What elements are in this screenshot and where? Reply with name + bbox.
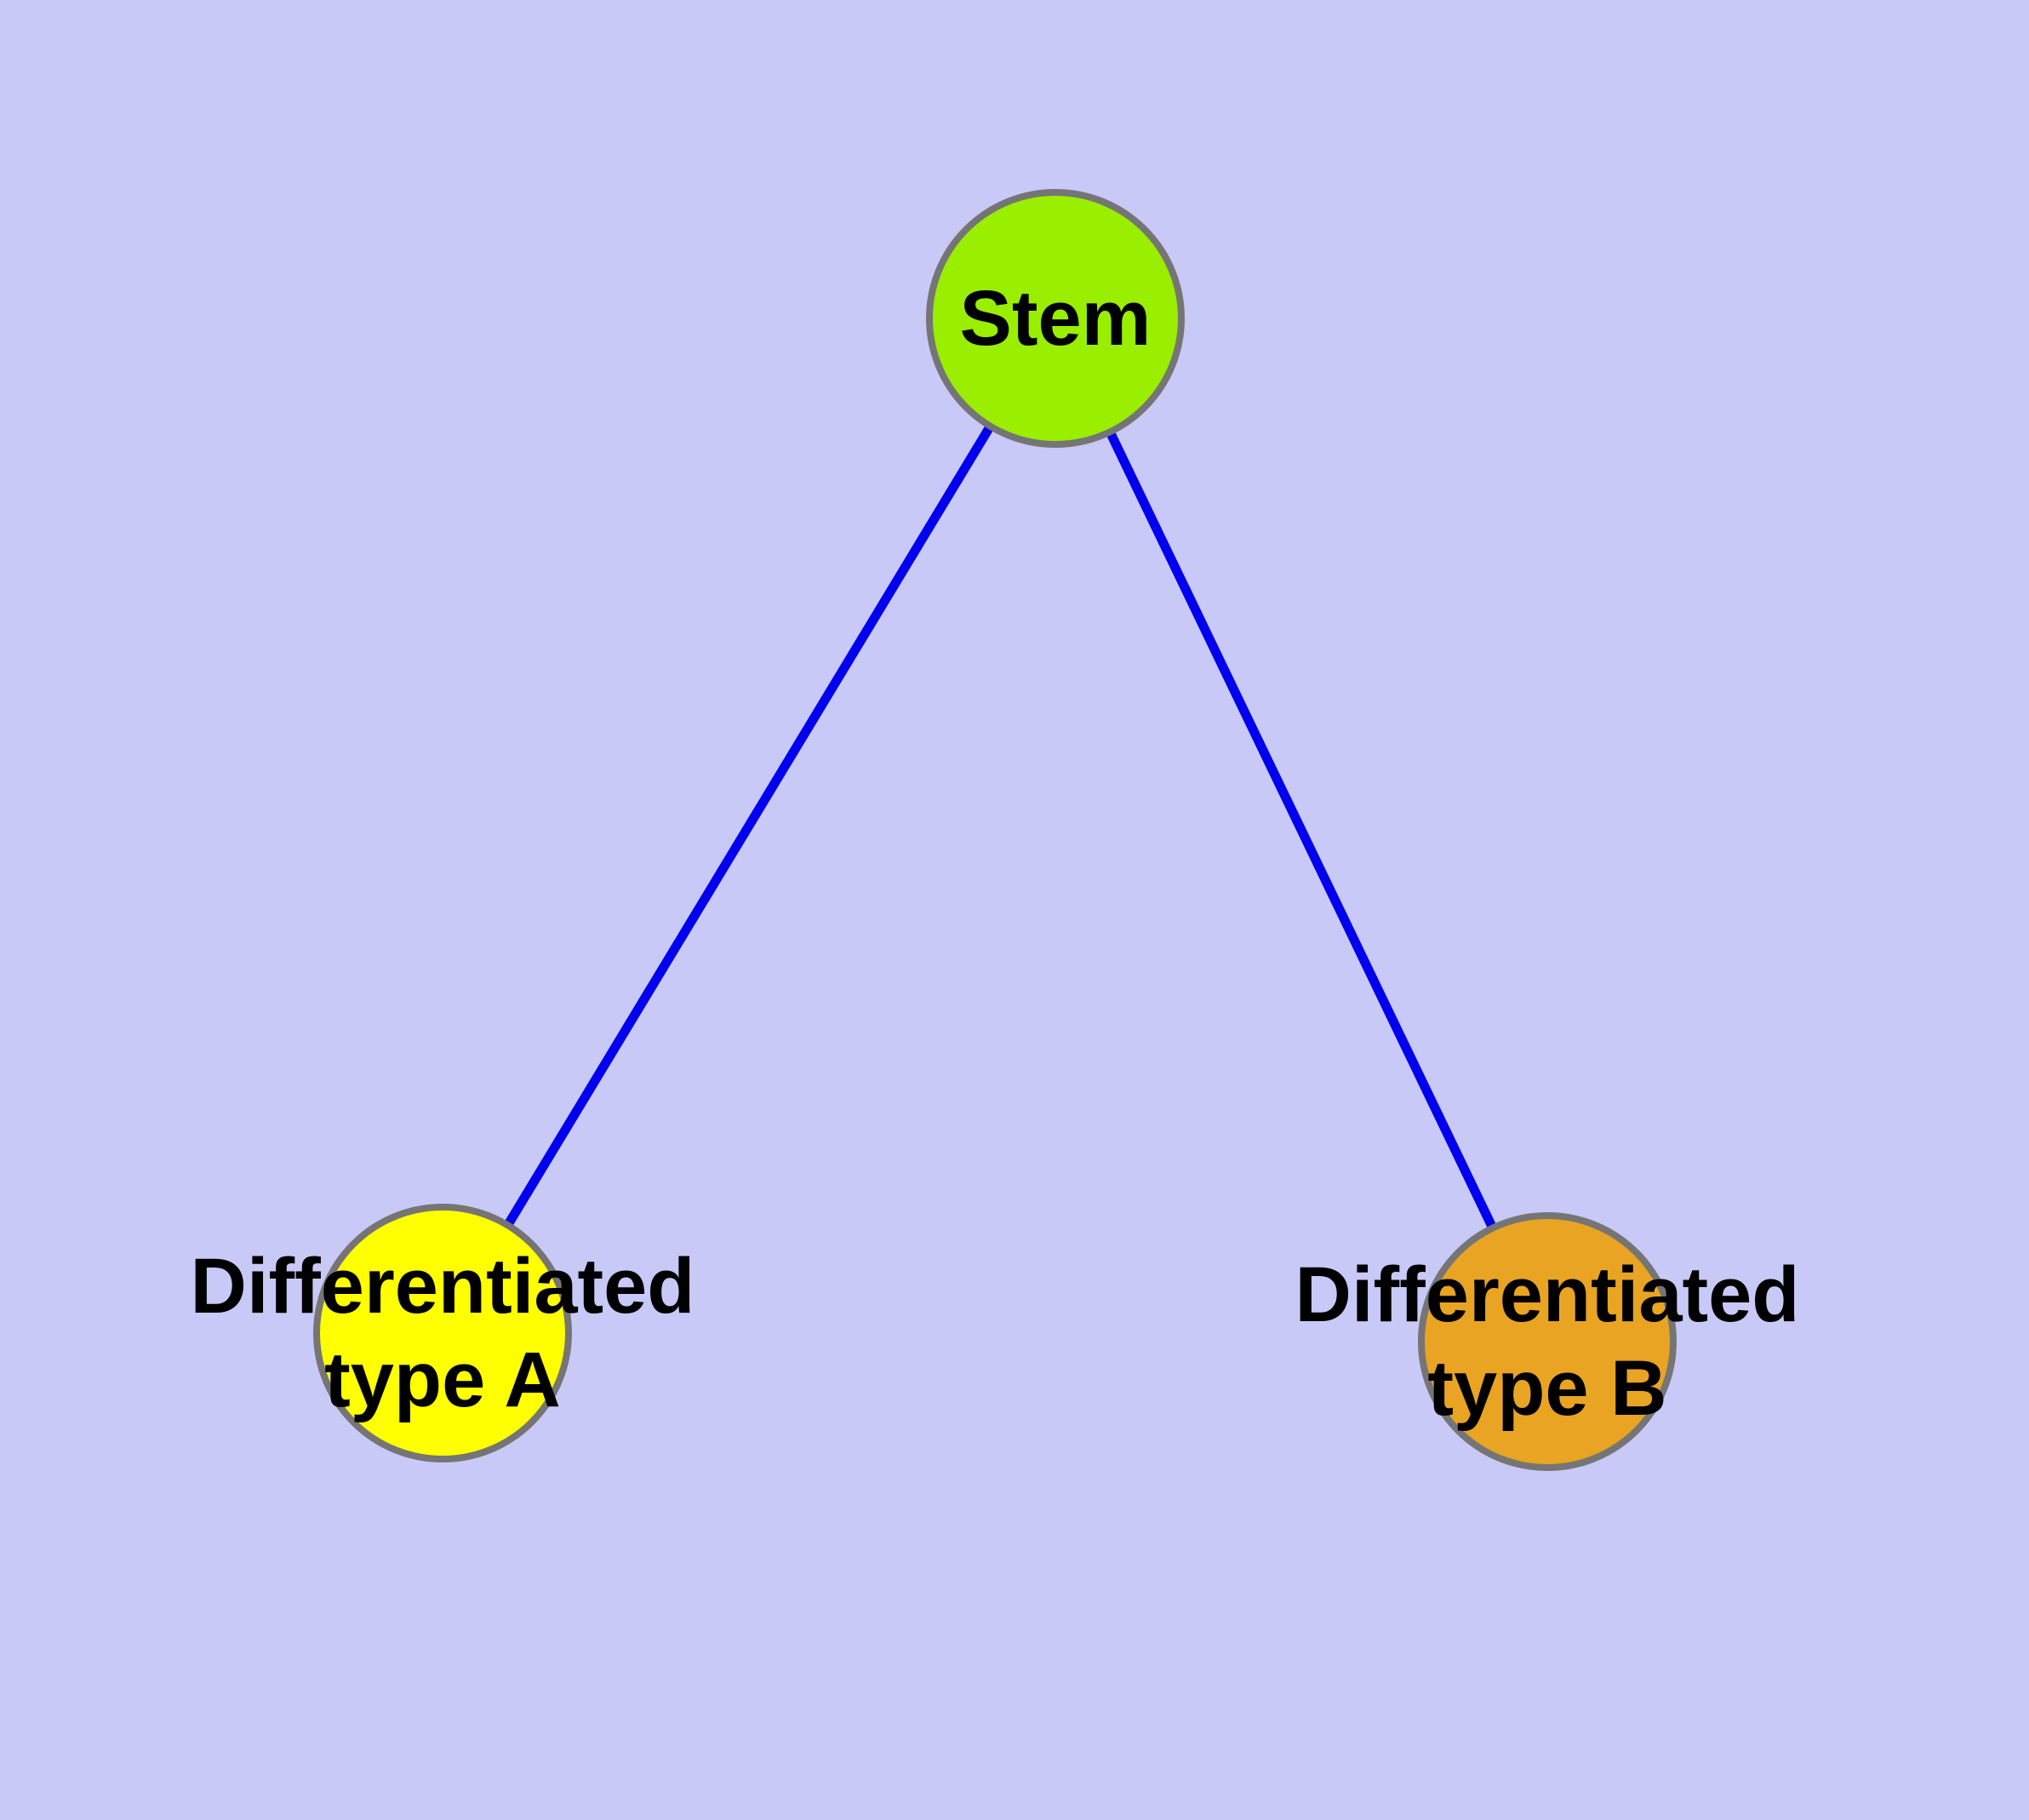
node-differentiated-type-b <box>1418 1212 1677 1471</box>
edge-stem-to-type-a <box>438 316 1060 1336</box>
node-differentiated-type-a <box>313 1204 572 1462</box>
node-stem <box>926 189 1185 448</box>
edge-stem-to-type-b <box>1051 316 1552 1344</box>
